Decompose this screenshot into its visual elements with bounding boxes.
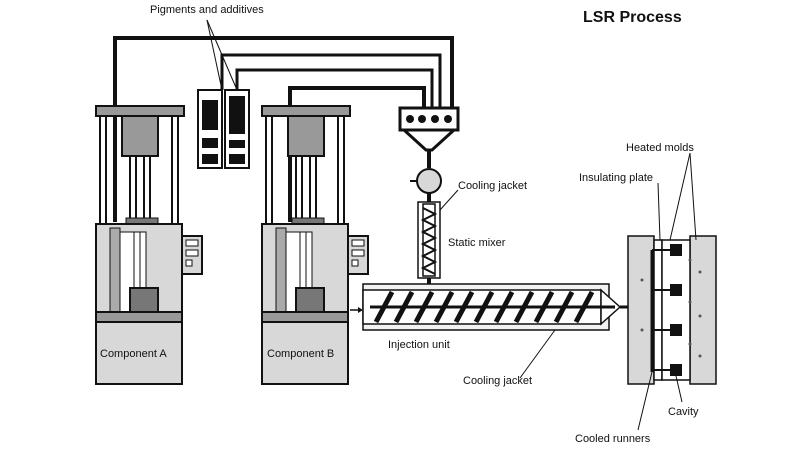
label-injection-unit: Injection unit [388, 339, 450, 351]
component-b-machine [261, 105, 369, 385]
label-cavity: Cavity [668, 406, 699, 418]
label-component-b: Component B [267, 348, 335, 360]
static-mixer [417, 189, 459, 292]
manifold-block [398, 106, 460, 202]
diagram-title: LSR Process [583, 9, 682, 26]
mold-assembly [627, 152, 717, 431]
label-cooling-jacket-bottom: Cooling jacket [463, 375, 533, 387]
pigment-cartridges [197, 89, 250, 169]
component-a-machine [95, 105, 203, 385]
label-static-mixer: Static mixer [448, 237, 506, 249]
label-heated-molds: Heated molds [626, 142, 694, 154]
label-cooling-jacket-top: Cooling jacket [458, 180, 528, 192]
injection-unit [362, 283, 648, 379]
label-component-a: Component A [100, 348, 167, 360]
label-pigments: Pigments and additives [150, 4, 264, 16]
label-cooled-runners: Cooled runners [575, 433, 651, 445]
label-insulating-plate: Insulating plate [579, 172, 653, 184]
